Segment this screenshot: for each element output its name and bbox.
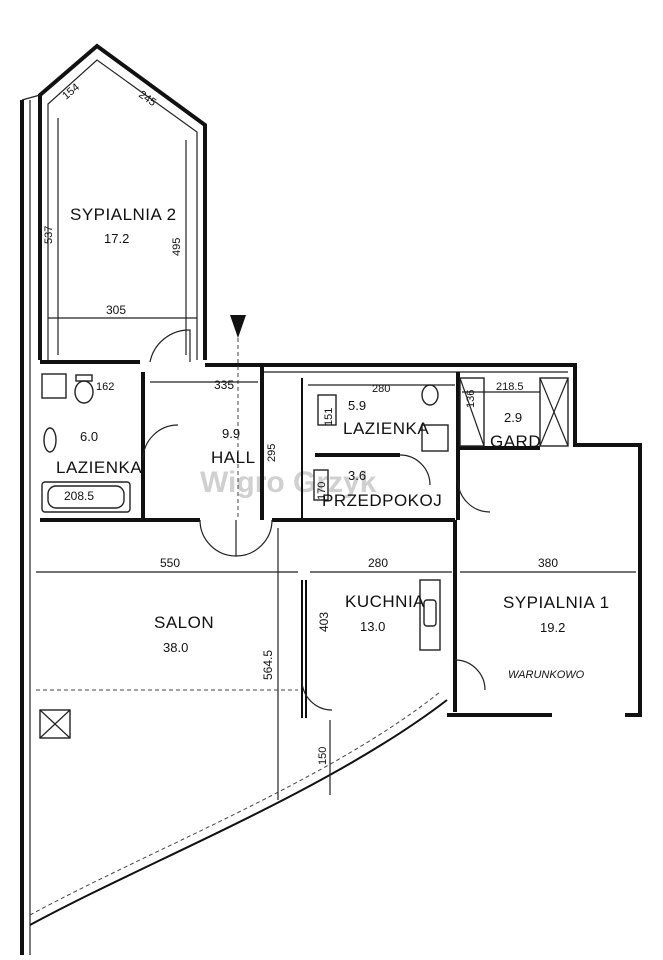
dim-154: 154	[60, 81, 82, 102]
dim-208: 208.5	[64, 489, 94, 503]
room-name-gard: GARD	[490, 432, 541, 451]
room-area-salon: 38.0	[163, 640, 188, 655]
dim-162: 162	[96, 381, 114, 393]
room-name-hall: HALL	[211, 448, 256, 467]
dim-550: 550	[160, 556, 180, 570]
inner-walls	[39, 360, 569, 739]
dim-280a: 280	[372, 383, 390, 395]
dim-335: 335	[214, 378, 234, 392]
room-area-lazienka-left: 6.0	[80, 429, 98, 444]
dim-150: 150	[317, 747, 329, 765]
note-warunkowo: WARUNKOWO	[508, 669, 585, 681]
dim-151: 151	[323, 408, 335, 426]
room-name-salon: SALON	[154, 613, 214, 632]
room-name-sypialnia1: SYPIALNIA 1	[503, 593, 610, 612]
room-name-sypialnia2: SYPIALNIA 2	[70, 205, 177, 224]
room-area-lazienka-center: 5.9	[348, 398, 366, 413]
room-area-kuchnia: 13.0	[360, 619, 385, 634]
dim-5645: 564.5	[261, 650, 275, 680]
dimension-lines	[36, 118, 636, 800]
watermark: Wigro Grzyk	[200, 466, 377, 499]
room-name-lazienka-center: LAZIENKA	[343, 419, 429, 438]
outer-walls	[20, 43, 642, 955]
room-name-lazienka-left: LAZIENKA	[56, 458, 142, 477]
room-area-sypialnia2: 17.2	[104, 231, 129, 246]
dim-305: 305	[106, 303, 126, 317]
dim-280b: 280	[368, 556, 388, 570]
doors	[142, 329, 491, 711]
room-name-kuchnia: KUCHNIA	[345, 592, 425, 611]
room-area-hall: 9.9	[222, 426, 240, 441]
dim-295: 295	[266, 444, 278, 462]
room-area-sypialnia1: 19.2	[540, 620, 565, 635]
dim-403: 403	[317, 612, 331, 632]
dim-245: 245	[136, 89, 158, 109]
dim-170: 170	[316, 482, 328, 500]
room-area-przedpokoj: 3.6	[348, 468, 366, 483]
room-area-gard: 2.9	[504, 410, 522, 425]
room-name-przedpokoj: PRZEDPOKOJ	[322, 491, 442, 510]
dim-495: 495	[171, 238, 183, 256]
fixtures	[41, 315, 449, 651]
dim-136: 136	[465, 390, 477, 408]
dim-380: 380	[538, 556, 558, 570]
dim-2185: 218.5	[496, 381, 524, 393]
dim-537: 537	[43, 226, 55, 244]
